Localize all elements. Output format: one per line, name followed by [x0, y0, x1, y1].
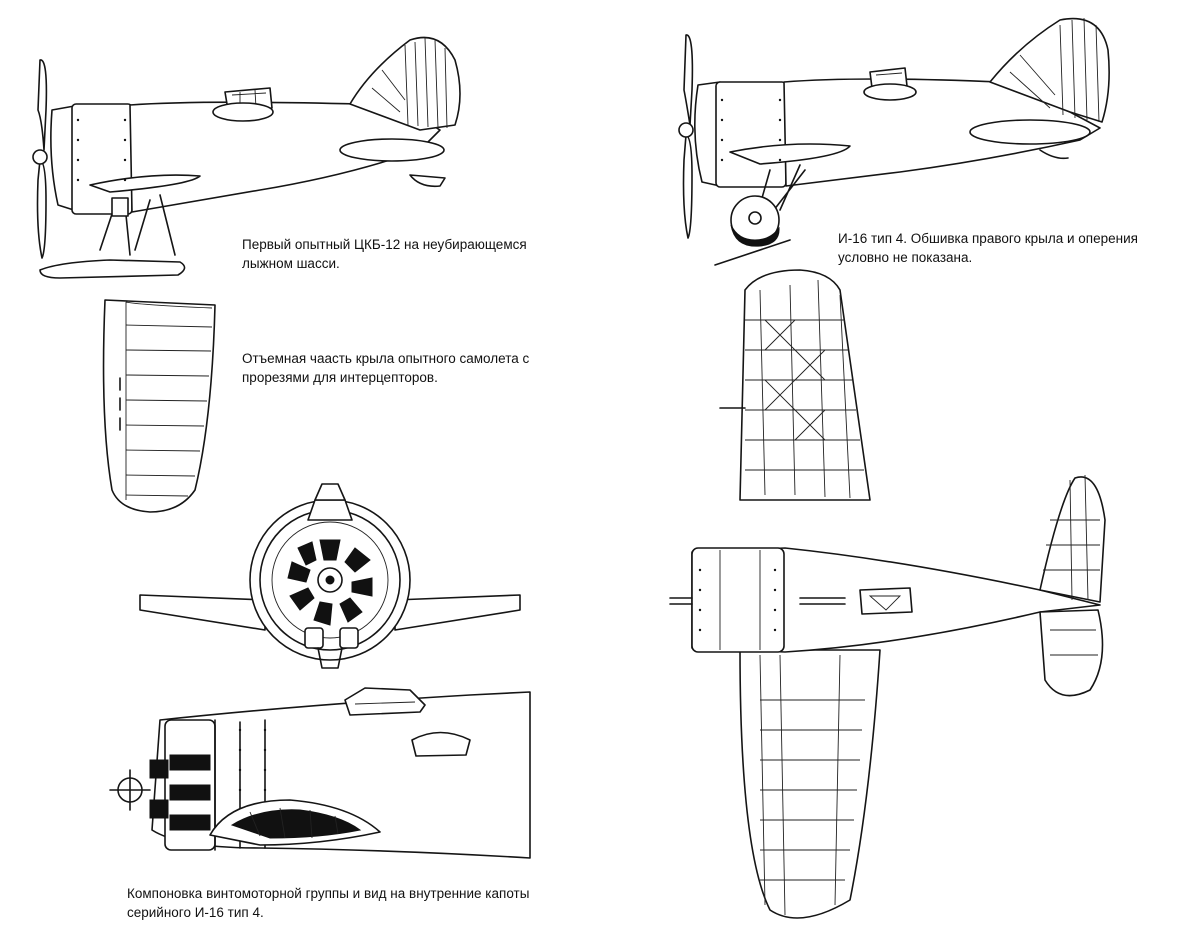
caption-line: Компоновка винтомоторной группы и вид на…	[127, 886, 530, 901]
wing-panel-plan-view	[102, 299, 216, 513]
cylinder-ring	[287, 539, 373, 626]
caption-line: И-16 тип 4. Обшивка правого крыла и опер…	[838, 231, 1138, 246]
plan-view	[669, 269, 1106, 919]
caption-line: серийного И-16 тип 4.	[127, 905, 264, 920]
caption-prototype-ski: Первый опытный ЦКБ-12 на неубирающемся л…	[242, 235, 527, 273]
caption-line: условно не показана.	[838, 250, 973, 265]
caption-line: Отъемная чаасть крыла опытного самолета …	[242, 351, 530, 366]
caption-line: Первый опытный ЦКБ-12 на неубирающемся	[242, 237, 527, 252]
caption-type4-side: И-16 тип 4. Обшивка правого крыла и опер…	[838, 229, 1138, 267]
caption-wing-panel: Отъемная чаасть крыла опытного самолета …	[242, 349, 529, 387]
caption-engine-layout: Компоновка винтомоторной группы и вид на…	[127, 884, 529, 922]
caption-line: лыжном шасси.	[242, 256, 340, 271]
caption-line: прорезями для интерцепторов.	[242, 370, 438, 385]
front-view	[139, 483, 521, 669]
prototype-ski-side-view	[32, 36, 461, 279]
type4-side-view	[678, 17, 1110, 266]
engine-installation-view	[109, 687, 531, 859]
